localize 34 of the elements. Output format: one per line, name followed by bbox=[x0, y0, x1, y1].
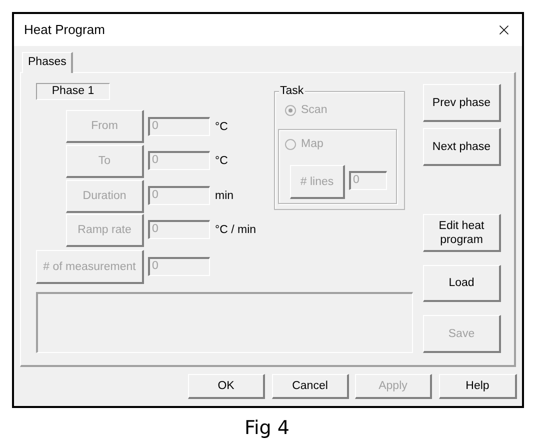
dialog-window bbox=[12, 12, 524, 408]
radio-label: Scan bbox=[301, 103, 328, 118]
unit-label: °C bbox=[215, 154, 228, 169]
duration-button: Duration bbox=[66, 180, 144, 213]
prev-phase-button: Prev phase bbox=[423, 84, 501, 122]
window-title: Heat Program bbox=[24, 21, 105, 40]
input-field: 0 bbox=[148, 186, 210, 205]
unit-label: °C bbox=[215, 120, 228, 135]
help-button: Help bbox=[439, 374, 517, 399]
from-button: From bbox=[66, 110, 144, 143]
tab: Phases bbox=[22, 52, 74, 73]
unit-label: min bbox=[215, 189, 234, 204]
next-phase-button: Next phase bbox=[423, 128, 501, 166]
cancel-button: Cancel bbox=[272, 374, 349, 399]
edit-heat-program-button: Edit heat program bbox=[423, 214, 501, 252]
lines-button: # lines bbox=[290, 165, 345, 199]
figure-caption: Fig 4 bbox=[243, 416, 290, 441]
load-button: Load bbox=[423, 265, 501, 302]
input-field: 0 bbox=[148, 117, 210, 136]
ramp-rate-button: Ramp rate bbox=[66, 214, 144, 247]
ok-button: OK bbox=[188, 374, 265, 399]
save-button: Save bbox=[423, 315, 501, 353]
text-area bbox=[36, 292, 413, 353]
input-field: 0 bbox=[349, 171, 387, 190]
unit-label: °C / min bbox=[215, 223, 256, 238]
input-field: 0 bbox=[148, 257, 210, 276]
measurement-count-button: # of measurement bbox=[36, 250, 144, 284]
input-field: 0 bbox=[148, 220, 210, 239]
to-button: To bbox=[66, 145, 144, 178]
phase-indicator: Phase 1 bbox=[36, 83, 110, 100]
apply-button: Apply bbox=[355, 374, 432, 399]
map-group bbox=[278, 129, 397, 204]
radio-label: Map bbox=[301, 137, 324, 152]
input-field: 0 bbox=[148, 151, 210, 170]
